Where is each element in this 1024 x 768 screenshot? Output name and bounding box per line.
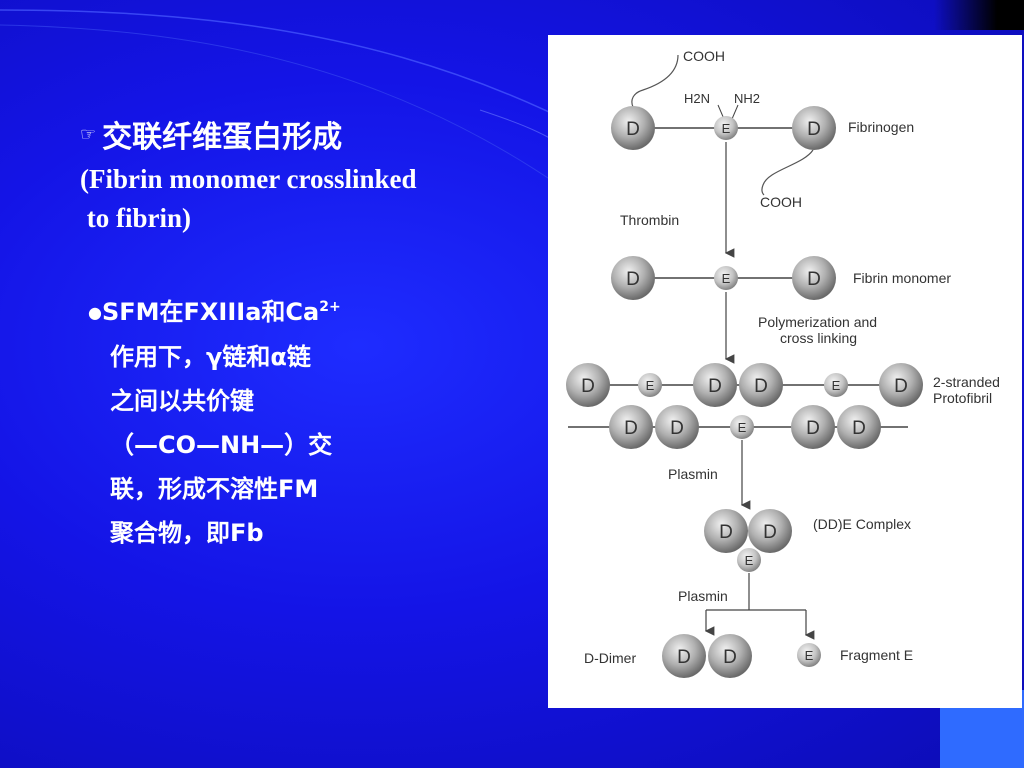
bullet-line-1: ●SFM在FXIIIa和Ca2+ [88, 285, 528, 335]
cooh-top-chain [631, 54, 679, 108]
label-plasmin-2: Plasmin [678, 588, 728, 604]
bullet-point: ●SFM在FXIIIa和Ca2+ 作用下，γ链和α链 之间以共价键 （—CO—N… [88, 285, 528, 555]
label-h2n: H2N [684, 91, 710, 106]
dde-complex: D D E [704, 509, 792, 572]
bullet-line-3: 之间以共价键 [110, 387, 254, 415]
label-dde-complex: (DD)E Complex [813, 516, 911, 532]
bullet-line-1-text: SFM在FXIIIa和Ca [101, 298, 320, 326]
node-e: E [745, 553, 754, 568]
cooh-bottom-chain [761, 149, 814, 196]
label-plasmin-1: Plasmin [668, 466, 718, 482]
fibrin-degradation-diagram: D E D COOH H2N NH2 Fibrinogen COOH Throm… [548, 35, 1022, 708]
corner-shade [934, 0, 1024, 30]
label-fragment-e: Fragment E [840, 647, 913, 663]
label-polymerization-1: Polymerization and [758, 314, 877, 330]
d-dimer: D D [662, 634, 752, 678]
label-cooh-bottom: COOH [760, 194, 802, 210]
label-protofibril: Protofibril [933, 390, 992, 406]
node-e: E [805, 648, 814, 663]
node-d: D [807, 119, 821, 140]
label-nh2: NH2 [734, 91, 760, 106]
protofibril-bottom-row: D D E D D [609, 405, 881, 449]
bullet-line-6: 聚合物，即Fb [110, 519, 264, 547]
node-d: D [763, 522, 777, 543]
label-2-stranded: 2-stranded [933, 374, 1000, 390]
calcium-charge: 2+ [319, 299, 341, 315]
label-polymerization-2: cross linking [780, 330, 857, 346]
subtitle-line-2: to fibrin) [80, 203, 191, 233]
node-e: E [646, 378, 655, 393]
label-fibrin-monomer: Fibrin monomer [853, 270, 951, 286]
bullet-line-2: 作用下，γ链和α链 [110, 343, 311, 371]
english-subtitle: (Fibrin monomer crosslinked to fibrin) [80, 160, 530, 238]
heading-text: 交联纤维蛋白形成 [102, 120, 343, 155]
node-d: D [670, 418, 684, 439]
fibrinogen-molecule: D E D [611, 106, 836, 150]
node-e: E [722, 271, 731, 286]
label-thrombin: Thrombin [620, 212, 679, 228]
node-e: E [832, 378, 841, 393]
nh2-bond [731, 104, 739, 120]
node-d: D [626, 119, 640, 140]
node-d: D [807, 269, 821, 290]
bullet-dot-icon: ● [88, 303, 102, 322]
node-d: D [677, 647, 691, 668]
node-d: D [754, 376, 768, 397]
node-d: D [719, 522, 733, 543]
node-d: D [626, 269, 640, 290]
slide-heading: ☞ 交联纤维蛋白形成 [80, 112, 530, 156]
node-d: D [581, 376, 595, 397]
bullet-line-5: 联，形成不溶性FM [110, 475, 319, 503]
node-d: D [806, 418, 820, 439]
fibrin-monomer: D E D [611, 256, 836, 300]
node-d: D [852, 418, 866, 439]
label-fibrinogen: Fibrinogen [848, 119, 914, 135]
label-d-dimer: D-Dimer [584, 650, 636, 666]
node-d: D [723, 647, 737, 668]
text-panel: ☞ 交联纤维蛋白形成 (Fibrin monomer crosslinked t… [80, 112, 530, 238]
pointing-hand-icon: ☞ [80, 123, 97, 145]
subtitle-line-1: (Fibrin monomer crosslinked [80, 164, 417, 194]
label-cooh-top: COOH [683, 48, 725, 64]
node-d: D [708, 376, 722, 397]
node-e: E [722, 121, 731, 136]
node-d: D [894, 376, 908, 397]
bullet-line-4: （—CO—NH—）交 [110, 431, 333, 459]
fragment-e: E [797, 643, 821, 667]
node-d: D [624, 418, 638, 439]
protofibril-top-row: D E D D E D [566, 363, 923, 407]
node-e: E [738, 420, 747, 435]
